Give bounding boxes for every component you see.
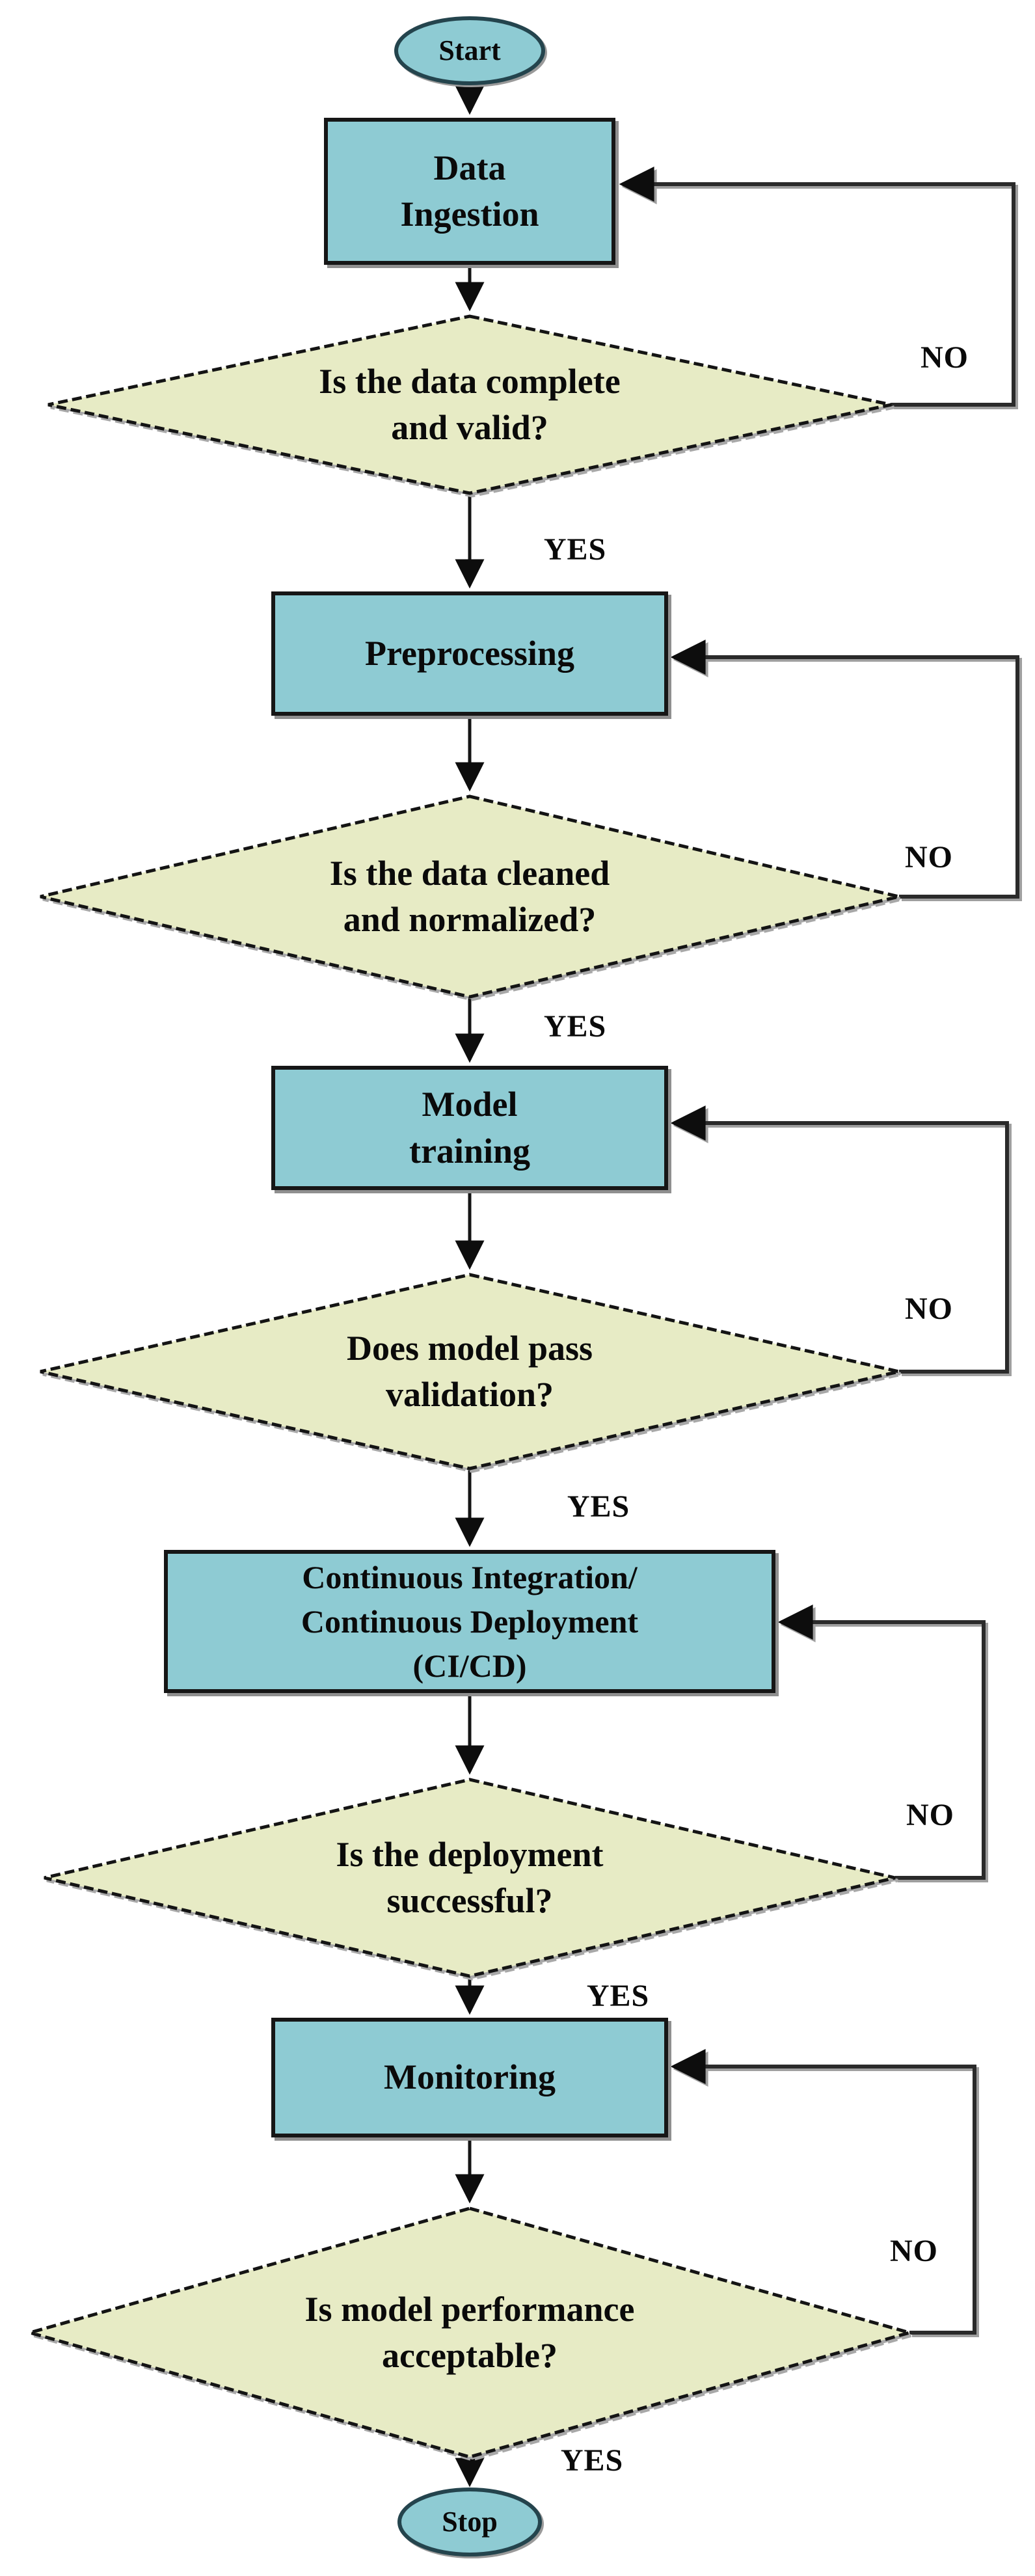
stop-node-shape [397, 2488, 542, 2556]
edge-label-yes-1: YES [543, 532, 607, 567]
decision-cleaned-node-shape [40, 794, 900, 999]
start-node-label: Start [438, 34, 501, 66]
no-loop-decision-deployment-to-cicd [777, 1605, 986, 1880]
decision-valid-node-label: Is the data complete and valid? [319, 361, 621, 447]
decision-validation-node-label: Does model pass validation? [346, 1328, 593, 1414]
no-loop-decision-valid-to-data-ingestion [619, 167, 1015, 407]
decision-valid-node-shape [47, 314, 892, 495]
stop-node-label: Stop [442, 2506, 498, 2538]
decision-deployment-node-shape [44, 1778, 896, 1978]
decision-performance-node-shape [23, 2206, 916, 2459]
start-node-shape [394, 16, 545, 85]
decision-validation-node-shape [40, 1273, 900, 1471]
monitoring-node-shape [271, 2018, 668, 2137]
edge-label-yes-3: YES [567, 1489, 630, 1524]
edge-label-yes-4: YES [586, 1979, 650, 2013]
edge-label-no-2: NO [905, 840, 953, 874]
no-loop-decision-validation-to-model-training [670, 1105, 1009, 1374]
edge-label-yes-5: YES [560, 2443, 624, 2478]
decision-performance-node-label: Is model performance acceptable? [304, 2289, 635, 2375]
edge-label-no-1: NO [921, 340, 969, 375]
decision-deployment-node-label: Is the deployment successful? [336, 1834, 604, 1920]
preprocessing-node-shape [271, 591, 668, 716]
no-loop-decision-cleaned-to-preprocessing [670, 640, 1019, 899]
no-loop-decision-performance-to-monitoring [670, 2049, 976, 2335]
data-ingestion-node-shape [324, 118, 615, 265]
decision-cleaned-node-label: Is the data cleaned and normalized? [329, 853, 610, 939]
edge-label-yes-2: YES [543, 1009, 607, 1044]
cicd-node-shape [164, 1550, 775, 1693]
edge-label-no-4: NO [906, 1798, 954, 1832]
preprocessing-node-label: Preprocessing [365, 633, 574, 673]
model-training-node-shape [271, 1066, 668, 1190]
cicd-node-label: Continuous Integration/ Continuous Deplo… [301, 1559, 639, 1684]
monitoring-node-label: Monitoring [384, 2057, 556, 2097]
edge-label-no-5: NO [890, 2234, 938, 2268]
edge-label-no-3: NO [905, 1292, 953, 1326]
data-ingestion-node-label: Data Ingestion [400, 148, 539, 234]
model-training-node-label: Model training [409, 1085, 531, 1171]
